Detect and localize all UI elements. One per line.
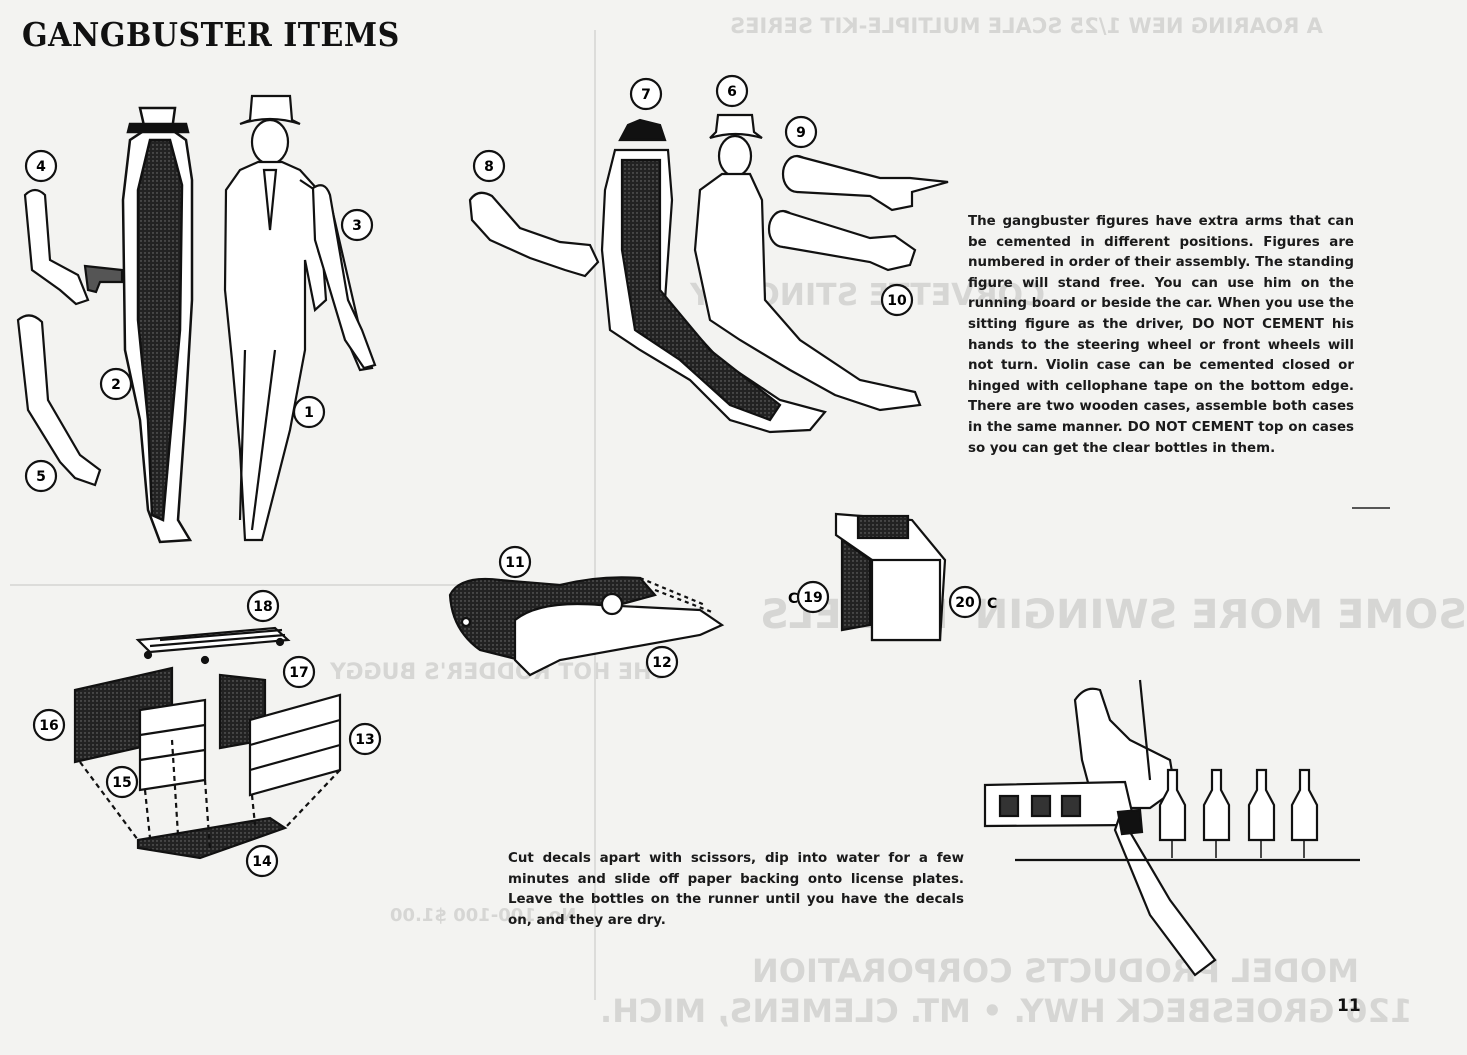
arm-4-with-pistol-illustration bbox=[23, 188, 124, 306]
part-callout-7: 7 bbox=[641, 87, 651, 103]
part-callout-4-circle bbox=[24, 149, 58, 183]
part-callout-12: 12 bbox=[652, 655, 671, 671]
part-callout-13-circle bbox=[348, 722, 382, 756]
wooden-case-parts-illustration bbox=[834, 512, 947, 642]
part-callout-11: 11 bbox=[505, 555, 524, 571]
part-callout-9-circle bbox=[784, 115, 818, 149]
part-callout-13: 13 bbox=[355, 732, 374, 748]
part-callout-2: 2 bbox=[111, 377, 121, 393]
figures-instructions: The gangbuster figures have extra arms t… bbox=[968, 214, 1354, 456]
decals-instructions: Cut decals apart with scissors, dip into… bbox=[508, 851, 964, 928]
page-title: GANGBUSTER ITEMS bbox=[22, 16, 400, 55]
part-callout-7-circle bbox=[629, 77, 663, 111]
part-callout-20: 20 bbox=[955, 595, 975, 611]
decal-application-illustration bbox=[983, 679, 1360, 977]
part-callout-16: 16 bbox=[39, 718, 58, 734]
figure-body-half-illustration bbox=[121, 106, 194, 544]
part-callout-14: 14 bbox=[252, 854, 272, 870]
page-number: 11 bbox=[1337, 996, 1361, 1016]
part-callout-2-circle bbox=[99, 367, 133, 401]
part-callout-19-circle bbox=[796, 580, 830, 614]
part-callout-9: 9 bbox=[796, 125, 806, 141]
part-callout-5-circle bbox=[24, 459, 58, 493]
part-callout-1-circle bbox=[292, 395, 326, 429]
figure-seated-illustration bbox=[693, 113, 922, 412]
part-callout-20-circle bbox=[948, 585, 982, 619]
arm-5-illustration bbox=[16, 314, 102, 487]
part-callout-8: 8 bbox=[484, 159, 494, 175]
part-callout-14-circle bbox=[245, 844, 279, 878]
part-callout-6-circle bbox=[715, 74, 749, 108]
part-callout-12-circle bbox=[645, 645, 679, 679]
part-letter-20: C bbox=[987, 596, 997, 612]
figure-seated-body-half-illustration bbox=[600, 118, 827, 434]
part-callout-10-circle bbox=[880, 283, 914, 317]
part-callout-17: 17 bbox=[289, 665, 308, 681]
part-callout-11-circle bbox=[498, 545, 532, 579]
arm-8-illustration bbox=[468, 191, 600, 278]
part-letter-19: C bbox=[788, 591, 798, 607]
part-callout-18: 18 bbox=[253, 599, 272, 615]
part-callout-8-circle bbox=[472, 149, 506, 183]
part-callout-3-circle bbox=[340, 208, 374, 242]
part-callout-18-circle bbox=[246, 589, 280, 623]
part-callout-15: 15 bbox=[112, 775, 131, 791]
part-callout-15-circle bbox=[105, 765, 139, 799]
instruction-page: A ROARING NEW 1/25 SCALE MULTIPLE-KIT SE… bbox=[10, 14, 1467, 1030]
violin-case-illustration bbox=[448, 576, 725, 677]
part-callout-17-circle bbox=[282, 655, 316, 689]
part-callout-19: 19 bbox=[803, 590, 822, 606]
arm-9-illustration bbox=[781, 154, 949, 212]
wooden-case-assembly-illustration bbox=[73, 626, 342, 860]
part-callout-10: 10 bbox=[887, 293, 907, 309]
part-callout-4: 4 bbox=[36, 159, 46, 175]
part-callout-16-circle bbox=[32, 708, 66, 742]
part-callout-6: 6 bbox=[727, 84, 737, 100]
part-callout-5: 5 bbox=[36, 469, 46, 485]
arm-3-illustration bbox=[311, 184, 377, 370]
arm-10-illustration bbox=[767, 209, 917, 272]
part-callout-3: 3 bbox=[352, 218, 362, 234]
part-callout-1: 1 bbox=[304, 405, 314, 421]
